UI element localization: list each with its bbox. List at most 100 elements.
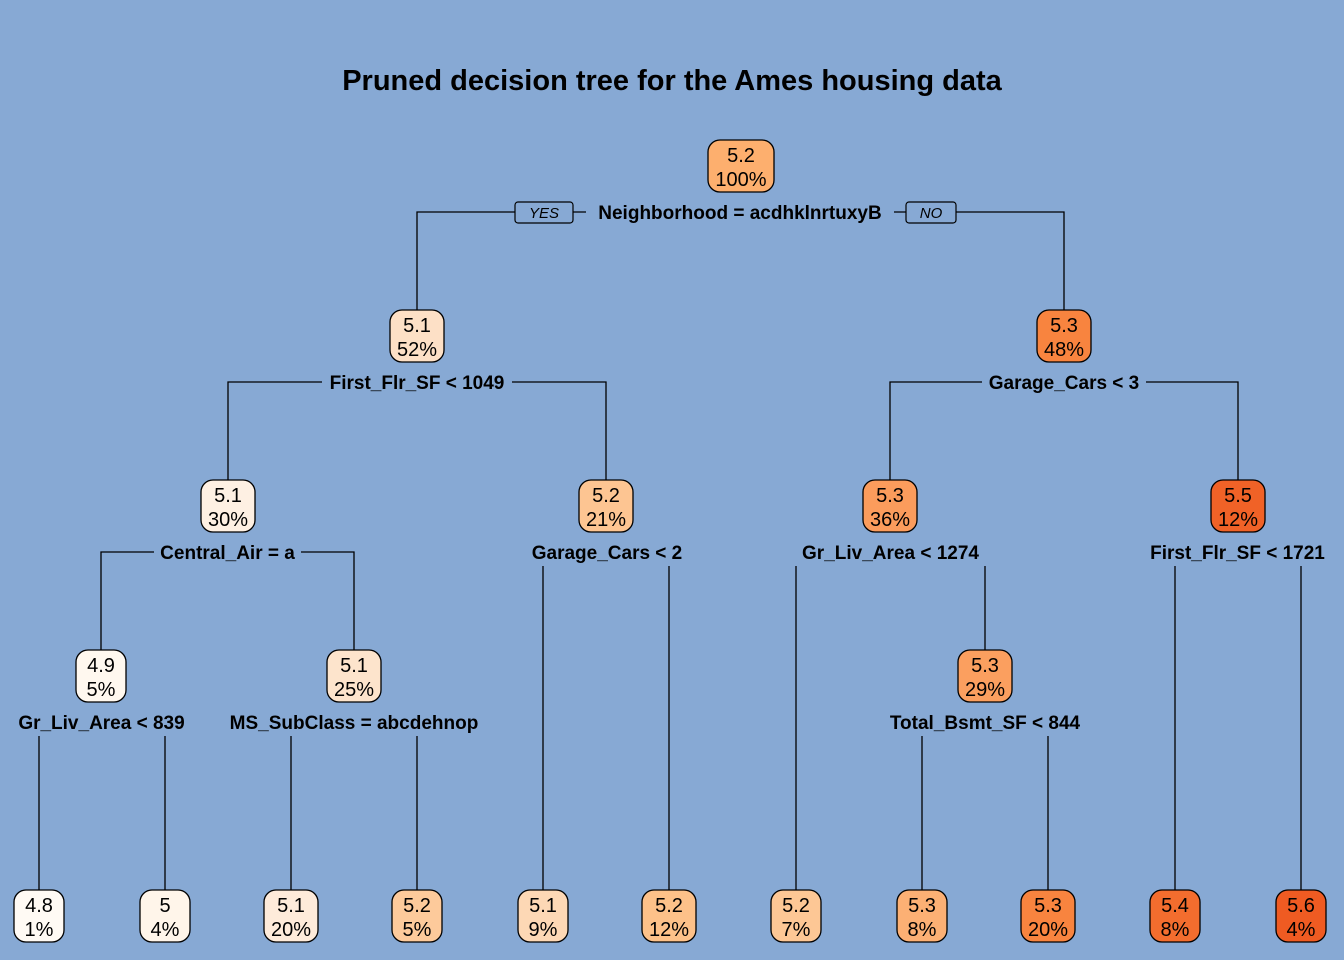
node-percent: 100% bbox=[715, 169, 766, 191]
node-percent: 52% bbox=[397, 339, 437, 361]
node-box bbox=[1210, 479, 1266, 533]
node-percent: 8% bbox=[1161, 919, 1190, 941]
node-percent: 48% bbox=[1044, 339, 1084, 361]
edge-n4-n8 bbox=[100, 551, 154, 650]
tree-node-l10: 5.48% bbox=[1149, 889, 1201, 943]
node-box bbox=[896, 889, 948, 943]
node-box bbox=[139, 889, 191, 943]
node-percent: 1% bbox=[25, 919, 54, 941]
tree-node-n3: 5.348%Garage_Cars < 3 bbox=[989, 309, 1139, 394]
node-box bbox=[13, 889, 65, 943]
node-percent: 36% bbox=[870, 509, 910, 531]
no-label: NO bbox=[905, 201, 957, 224]
no-label-text: NO bbox=[920, 205, 943, 222]
yes-label-box bbox=[514, 201, 574, 224]
edge-n3-n6 bbox=[889, 381, 982, 480]
edge-root-n3 bbox=[894, 211, 1065, 310]
node-value: 5.4 bbox=[1161, 895, 1189, 917]
tree-node-l7: 5.27% bbox=[770, 889, 822, 943]
tree-node-n9: 5.125% MS_SubClass = abcdehnop bbox=[230, 649, 479, 734]
node-percent: 4% bbox=[151, 919, 180, 941]
node-split-rule: First_Flr_SF < 1049 bbox=[330, 373, 505, 394]
node-split-rule: First_Flr_SF < 1721 bbox=[1150, 543, 1325, 564]
node-percent: 8% bbox=[908, 919, 937, 941]
node-percent: 20% bbox=[271, 919, 311, 941]
node-percent: 9% bbox=[529, 919, 558, 941]
node-split-rule: Central_Air = a bbox=[160, 543, 295, 564]
node-split-rule: MS_SubClass = abcdehnop bbox=[230, 713, 479, 734]
no-label-box bbox=[905, 201, 957, 224]
yes-label-text: YES bbox=[529, 205, 559, 222]
node-box bbox=[517, 889, 569, 943]
tree-node-l1: 4.81% bbox=[13, 889, 65, 943]
node-box bbox=[263, 889, 319, 943]
node-split-rule: Garage_Cars < 2 bbox=[532, 543, 683, 564]
node-box bbox=[391, 889, 443, 943]
node-value: 4.8 bbox=[25, 895, 53, 917]
node-box bbox=[707, 139, 775, 193]
node-box bbox=[1020, 889, 1076, 943]
node-value: 5.2 bbox=[655, 895, 683, 917]
node-split-rule: Neighborhood = acdhklnrtuxyB bbox=[598, 203, 881, 224]
tree-node-l4: 5.25% bbox=[391, 889, 443, 943]
node-value: 5.3 bbox=[1050, 315, 1078, 337]
tree-node-n2: 5.152%First_Flr_SF < 1049 bbox=[330, 309, 505, 394]
node-box bbox=[578, 479, 634, 533]
tree-node-l9: 5.320% bbox=[1020, 889, 1076, 943]
edge-n2-n4 bbox=[227, 381, 322, 480]
node-box bbox=[1036, 309, 1092, 363]
node-percent: 12% bbox=[649, 919, 689, 941]
tree-node-l8: 5.38% bbox=[896, 889, 948, 943]
tree-node-n6: 5.336% Gr_Liv_Area < 1274 bbox=[802, 479, 979, 564]
edge-root-n2 bbox=[416, 211, 586, 310]
node-box bbox=[200, 479, 256, 533]
node-percent: 7% bbox=[782, 919, 811, 941]
tree-node-l6: 5.212% bbox=[641, 889, 697, 943]
node-value: 5.6 bbox=[1287, 895, 1315, 917]
node-box bbox=[770, 889, 822, 943]
node-value: 5.1 bbox=[277, 895, 305, 917]
node-percent: 4% bbox=[1287, 919, 1316, 941]
node-percent: 5% bbox=[403, 919, 432, 941]
node-box bbox=[389, 309, 445, 363]
node-percent: 5% bbox=[87, 679, 116, 701]
node-percent: 12% bbox=[1218, 509, 1258, 531]
node-value: 5.5 bbox=[1224, 485, 1252, 507]
node-value: 4.9 bbox=[87, 655, 115, 677]
node-split-rule: Gr_Liv_Area < 1274 bbox=[802, 543, 979, 564]
tree-node-n7: 5.512% First_Flr_SF < 1721 bbox=[1150, 479, 1325, 564]
node-value: 5.3 bbox=[908, 895, 936, 917]
node-value: 5.3 bbox=[971, 655, 999, 677]
node-box bbox=[1149, 889, 1201, 943]
node-percent: 20% bbox=[1028, 919, 1068, 941]
node-percent: 29% bbox=[965, 679, 1005, 701]
node-box bbox=[75, 649, 127, 703]
node-value: 5.1 bbox=[529, 895, 557, 917]
chart-title: Pruned decision tree for the Ames housin… bbox=[342, 65, 1002, 97]
node-percent: 21% bbox=[586, 509, 626, 531]
node-box bbox=[326, 649, 382, 703]
node-value: 5.2 bbox=[727, 145, 755, 167]
tree-node-n4: 5.130%Central_Air = a bbox=[160, 479, 295, 564]
node-percent: 30% bbox=[208, 509, 248, 531]
node-split-rule: Gr_Liv_Area < 839 bbox=[18, 713, 184, 734]
node-box bbox=[957, 649, 1013, 703]
tree-node-n5: 5.221% Garage_Cars < 2 bbox=[532, 479, 683, 564]
edges-layer bbox=[38, 211, 1302, 890]
node-box bbox=[1275, 889, 1327, 943]
tree-node-n8: 4.95% Gr_Liv_Area < 839 bbox=[18, 649, 185, 734]
node-percent: 25% bbox=[334, 679, 374, 701]
tree-node-n13: 5.329% Total_Bsmt_SF < 844 bbox=[890, 649, 1081, 734]
edge-n2-n5 bbox=[512, 381, 607, 480]
yes-label: YES bbox=[514, 201, 574, 224]
node-box bbox=[862, 479, 918, 533]
node-value: 5.2 bbox=[782, 895, 810, 917]
node-value: 5.3 bbox=[876, 485, 904, 507]
node-split-rule: Total_Bsmt_SF < 844 bbox=[890, 713, 1081, 734]
node-value: 5.1 bbox=[340, 655, 368, 677]
node-value: 5.2 bbox=[592, 485, 620, 507]
node-value: 5.3 bbox=[1034, 895, 1062, 917]
